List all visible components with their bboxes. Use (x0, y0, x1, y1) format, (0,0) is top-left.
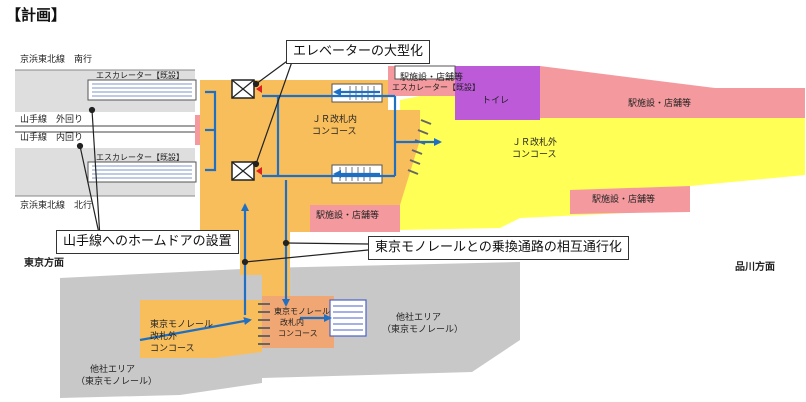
track-label-keihin-south: 京浜東北線 南行 (20, 53, 92, 65)
elevator-lower-icon (231, 161, 262, 181)
other-area-left-label-2: （東京モノレール） (76, 375, 157, 387)
monorail-outside-label-2: 改札外 (150, 330, 177, 342)
escalator-lower (87, 161, 197, 183)
escalator-lower-label: エスカレーター【既設】 (96, 152, 184, 162)
escalator-upper-label: エスカレーター【既設】 (96, 70, 184, 80)
elevator-upper-icon (231, 79, 262, 99)
jr-outside-label-1: ＪＲ改札外 (512, 136, 557, 148)
jr-outside-concourse (400, 88, 805, 230)
jr-inside-label-2: コンコース (312, 127, 357, 137)
escalator-right (394, 65, 456, 80)
callout-transfer: 東京モノレールとの乗換通路の相互通行化 (368, 236, 629, 260)
shop-bottom-label: 駅施設・店舗等 (316, 209, 379, 221)
shop-right-label: 駅施設・店舗等 (628, 97, 691, 109)
page-heading: 【計画】 (6, 6, 67, 24)
shop-bottom (310, 200, 400, 232)
passenger-flow-lines (139, 88, 442, 342)
jr-inside-concourse (200, 80, 420, 300)
escalator-upper (87, 79, 197, 101)
escalator-right-label: エスカレーター【既設】 (392, 82, 480, 92)
monorail-outside-label-3: コンコース (150, 344, 195, 354)
jr-outside-label-2: コンコース (512, 150, 557, 160)
shop-top-label: 駅施設・店舗等 (400, 71, 463, 83)
other-area-right-label-2: （東京モノレール） (382, 323, 463, 335)
monorail-inside-label-3: コンコース (278, 329, 318, 338)
other-area-right (262, 262, 520, 378)
jr-inside-label-1: ＪＲ改札内 (312, 113, 357, 125)
direction-shinagawa: 品川方面 (735, 260, 775, 273)
direction-tokyo: 東京方面 (24, 256, 64, 269)
callout-elevator: エレベーターの大型化 (286, 40, 431, 64)
shop-mid-label: 駅施設・店舗等 (592, 193, 655, 205)
monorail-outside-label-1: 東京モノレール (150, 318, 213, 330)
monorail-inside-label-2: 改札内 (280, 317, 304, 327)
track-label-yamanote-outer: 山手線 外回り (20, 113, 83, 125)
track-label-keihin-north: 京浜東北線 北行 (20, 199, 92, 211)
other-area-left-label-1: 他社エリア (90, 363, 135, 375)
ticket-gates-jr (407, 119, 432, 175)
shop-mid (570, 186, 690, 214)
shop-right (540, 66, 805, 118)
monorail-gate-area (262, 296, 334, 348)
callout-platform-door: 山手線へのホームドアの設置 (56, 230, 239, 254)
other-area-right-label-1: 他社エリア (396, 311, 441, 323)
monorail-inside-label-1: 東京モノレール (274, 306, 330, 316)
toilet-label: トイレ (482, 96, 509, 106)
ticket-gates-monorail (258, 303, 270, 345)
callout-leaders (76, 55, 369, 266)
toilet-area (455, 66, 540, 120)
track-label-yamanote-inner: 山手線 内回り (20, 131, 83, 143)
